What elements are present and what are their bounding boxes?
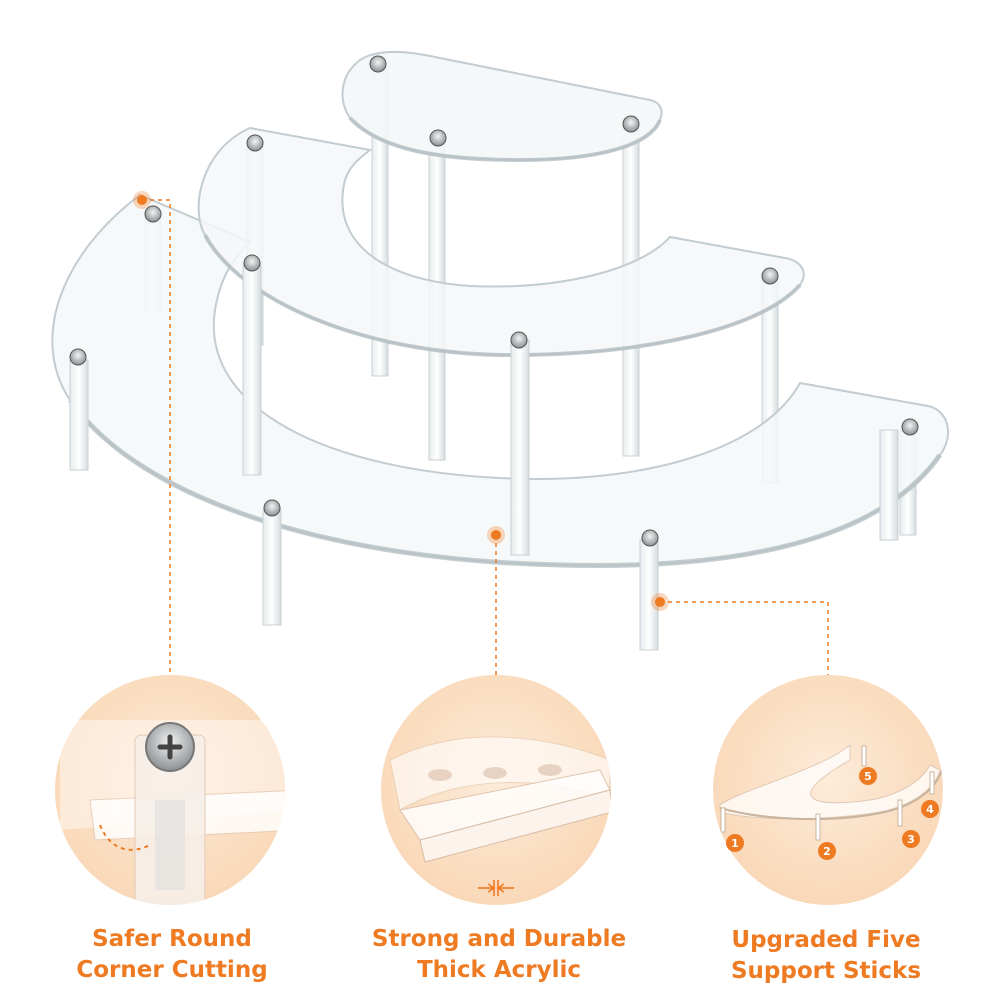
detail-circle-thick-acrylic xyxy=(381,675,611,905)
middle-shelf xyxy=(197,126,805,357)
support-number-badge: 3 xyxy=(902,830,920,848)
callout-lines xyxy=(142,199,829,690)
support-number-badge: 5 xyxy=(859,767,877,785)
acrylic-riser-stand xyxy=(51,50,949,651)
thickness-icon xyxy=(478,880,514,896)
svg-text:3: 3 xyxy=(907,833,915,846)
screw-heads xyxy=(69,55,919,547)
support-sticks-icon: 1 2 3 4 5 xyxy=(726,767,939,860)
feature-caption-support-sticks: Upgraded Five Support Sticks xyxy=(676,925,976,987)
svg-text:2: 2 xyxy=(823,845,831,858)
svg-text:1: 1 xyxy=(731,837,739,850)
feature-caption-line: Upgraded Five xyxy=(731,927,921,953)
feature-caption-line: Corner Cutting xyxy=(76,957,268,983)
feature-caption-rounded-corner: Safer Round Corner Cutting xyxy=(22,924,322,986)
support-number-badge: 4 xyxy=(921,800,939,818)
svg-text:4: 4 xyxy=(926,803,934,816)
detail-circle-rounded-corner xyxy=(55,675,285,905)
feature-caption-line: Strong and Durable xyxy=(371,926,627,952)
support-number-badge: 1 xyxy=(726,834,744,852)
callout-dots xyxy=(133,191,669,611)
feature-caption-line: Safer Round xyxy=(92,926,252,952)
support-number-badge: 2 xyxy=(818,842,836,860)
screw-icon xyxy=(145,722,195,772)
svg-text:5: 5 xyxy=(864,770,872,783)
bottom-shelf xyxy=(51,193,949,567)
feature-caption-line: Thick Acrylic xyxy=(416,957,582,983)
feature-caption-thick-acrylic: Strong and Durable Thick Acrylic xyxy=(349,924,649,986)
feature-caption-line: Support Sticks xyxy=(730,958,922,984)
detail-circle-support-sticks: 1 2 3 4 5 xyxy=(713,675,943,905)
